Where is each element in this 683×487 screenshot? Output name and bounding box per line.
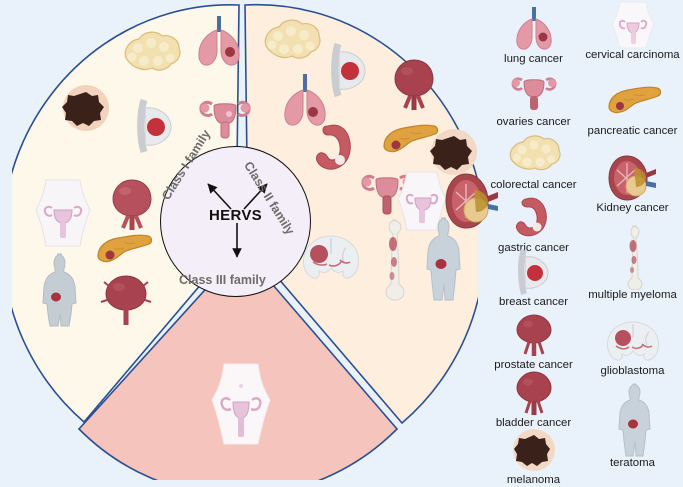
legend-label: cervical carcinoma: [585, 49, 680, 61]
legend-label: glioblastoma: [600, 365, 665, 377]
legend-label: pancreatic cancer: [587, 125, 678, 137]
stomach-icon: [310, 124, 362, 176]
cervix-body-icon: [34, 178, 92, 248]
legend-label: melanoma: [506, 474, 561, 486]
legend-item-colorectal-cancer: colorectal cancer: [484, 132, 583, 192]
pancreas-icon: [94, 230, 153, 268]
lungs-icon: [484, 6, 583, 52]
bladder-icon: [484, 370, 583, 416]
legend-label: multiple myeloma: [588, 289, 677, 301]
melanoma-skin-icon: [62, 84, 110, 132]
hervs-wheel: [12, 2, 498, 480]
melanoma-skin-icon: [484, 427, 583, 473]
legend-item-cervical-carcinoma: cervical carcinoma: [583, 1, 682, 62]
brain-icon: [300, 234, 362, 282]
legend-item-bladder-cancer: bladder cancer: [484, 370, 583, 430]
legend-label: teratoma: [610, 457, 655, 469]
colon-icon: [484, 132, 583, 178]
bladder-icon: [108, 174, 156, 232]
center-arrows: [207, 183, 268, 258]
body-teratoma-icon: [583, 383, 682, 457]
legend-label: lung cancer: [504, 53, 563, 65]
colon-icon: [260, 19, 322, 64]
body-teratoma-icon: [420, 216, 462, 302]
lungs-icon: [194, 16, 244, 68]
legend-label: gastric cancer: [498, 242, 569, 254]
legend-label: prostate cancer: [494, 359, 573, 371]
legend-label: bladder cancer: [495, 417, 572, 429]
lungs-icon: [280, 74, 330, 130]
legend-label: ovaries cancer: [496, 116, 571, 128]
legend-item-gastric-cancer: gastric cancer: [484, 195, 583, 255]
hervs-center-circle: HERVS Class I family Class II family Cla…: [159, 127, 311, 297]
legend-item-melanoma: melanoma: [484, 427, 583, 487]
melanoma-skin-icon: [430, 128, 478, 176]
legend-item-teratoma: teratoma: [583, 383, 682, 470]
cervix-body-icon: [210, 362, 272, 446]
uterus-ovaries-icon: [484, 69, 583, 115]
breast-icon: [324, 42, 372, 98]
femur-bone-icon: [583, 225, 682, 290]
class-iii-family-label: Class III family: [179, 273, 266, 287]
legend-item-breast-cancer: breast cancer: [484, 249, 583, 309]
legend-item-ovaries-cancer: ovaries cancer: [484, 69, 583, 129]
body-teratoma-icon: [36, 252, 78, 328]
breast-icon: [130, 98, 178, 154]
legend-item-kidney-cancer: Kidney cancer: [583, 155, 682, 215]
kidney-icon: [444, 172, 500, 230]
legend-item-prostate-cancer: prostate cancer: [484, 312, 583, 372]
legend-item-lung-cancer: lung cancer: [484, 6, 583, 66]
legend-item-glioblastoma: glioblastoma: [583, 318, 682, 378]
prostate-icon: [484, 312, 583, 358]
colon-icon: [120, 31, 182, 76]
prostate-icon: [100, 272, 152, 328]
pancreas-icon: [380, 120, 439, 158]
stomach-icon: [484, 195, 583, 241]
pancreas-icon: [583, 78, 682, 124]
legend-label: colorectal cancer: [490, 179, 577, 191]
legend: lung cancer ovaries cancer: [484, 0, 683, 486]
kidney-icon: [583, 155, 682, 201]
breast-icon: [484, 249, 583, 295]
femur-bone-icon: [378, 218, 408, 302]
legend-label: breast cancer: [498, 296, 568, 308]
brain-icon: [583, 318, 682, 364]
cervix-body-icon: [396, 170, 448, 232]
legend-item-pancreatic-cancer: pancreatic cancer: [583, 78, 682, 138]
legend-label: Kidney cancer: [596, 202, 669, 214]
hervs-title: HERVS: [209, 207, 262, 224]
legend-item-multiple-myeloma: multiple myeloma: [583, 225, 682, 302]
uterus-ovaries-icon: [198, 94, 252, 144]
bladder-icon: [390, 54, 438, 112]
cervix-body-icon: [583, 1, 682, 49]
